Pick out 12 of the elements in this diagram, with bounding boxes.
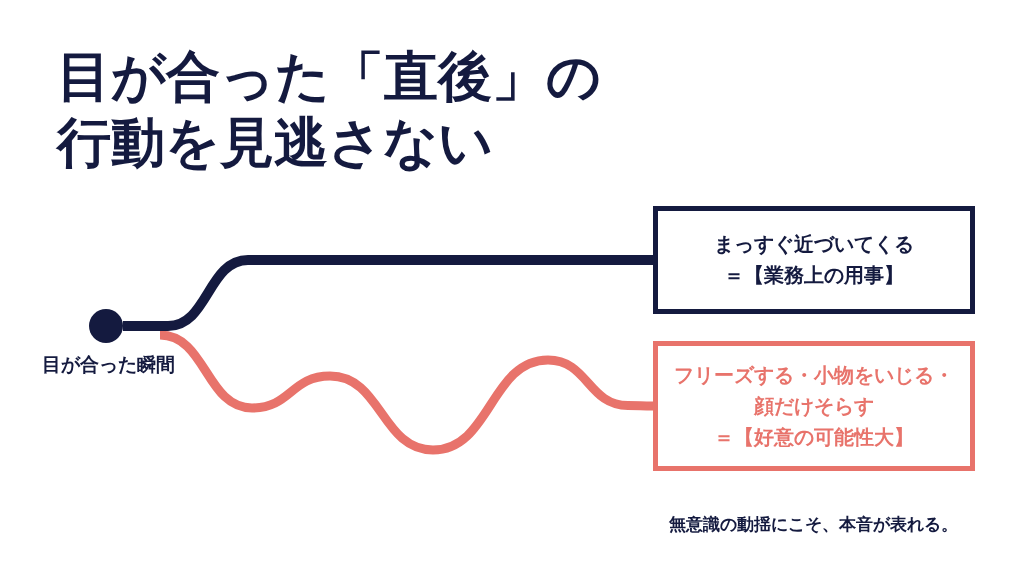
node-label: フリーズする・小物をいじる・顔だけそらす (673, 361, 955, 420)
summary-note: 無意識の動揺にこそ、本音が表れる。 (669, 513, 958, 536)
dot-caption: 目が合った瞬間 (40, 352, 176, 376)
node-label: まっすぐ近づいてくる (714, 231, 914, 258)
node-label: ＝【好意の可能性大】 (714, 423, 914, 451)
node-label: ＝【業務上の用事】 (724, 262, 904, 289)
outcome-box (653, 206, 975, 314)
connector-line (123, 321, 160, 331)
connector-line (160, 255, 653, 331)
outcome-box (653, 341, 975, 471)
slide-title: 目が合った「直後」の行動を見逃さない (57, 44, 602, 176)
wavy-connector-line (159, 330, 654, 455)
